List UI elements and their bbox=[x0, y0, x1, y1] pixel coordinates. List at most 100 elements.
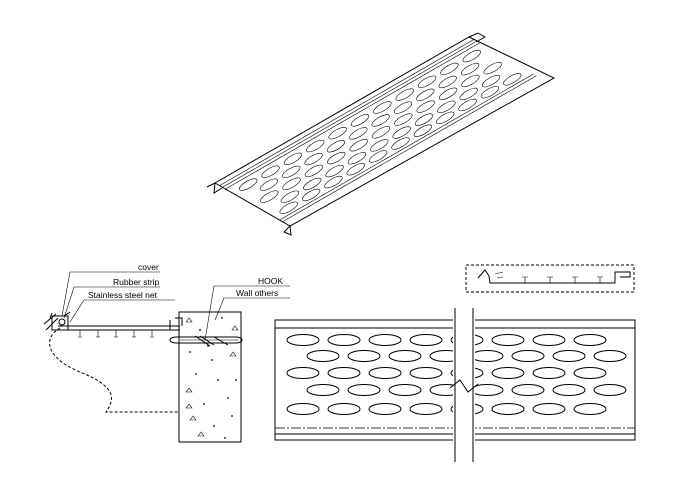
stainless-steel-net bbox=[58, 317, 183, 331]
perforation-slot bbox=[301, 188, 321, 202]
perforation-slot bbox=[304, 164, 324, 178]
plan-slot bbox=[573, 367, 607, 379]
profile-support bbox=[547, 276, 553, 283]
perforation-slot bbox=[371, 126, 391, 139]
perforation-slot bbox=[483, 61, 502, 75]
plan-slot bbox=[552, 384, 586, 396]
perforation-slot bbox=[416, 100, 435, 113]
plan-slot bbox=[286, 403, 320, 415]
aggregate-mark bbox=[231, 325, 239, 331]
perforation-slot bbox=[325, 164, 344, 178]
perforation-slot bbox=[481, 74, 501, 88]
plan-slot bbox=[368, 334, 402, 346]
aggregate-dot bbox=[224, 437, 226, 439]
perforation-slot bbox=[350, 114, 370, 127]
plan-slot bbox=[347, 384, 381, 396]
plan-slot bbox=[327, 367, 361, 379]
perforation-slot bbox=[261, 165, 280, 178]
perforation-slot bbox=[392, 126, 411, 139]
perforation-slot bbox=[368, 150, 388, 163]
plan-slot bbox=[409, 403, 443, 415]
net-support bbox=[132, 330, 136, 338]
label-hook: HOOK bbox=[258, 276, 283, 286]
perforation-slot bbox=[413, 124, 433, 137]
plan-slot bbox=[327, 403, 361, 415]
plan-slots bbox=[286, 334, 627, 415]
plan-slot bbox=[511, 350, 545, 362]
plan-slot bbox=[306, 350, 340, 362]
perforation-slot bbox=[436, 111, 455, 125]
perforation-slot bbox=[393, 101, 413, 114]
cover-detail bbox=[43, 311, 71, 331]
plan-slot bbox=[470, 350, 504, 362]
plan-view bbox=[274, 308, 636, 470]
break-gap bbox=[453, 308, 475, 470]
perforation-slot bbox=[460, 62, 480, 76]
perforation-slot bbox=[462, 49, 481, 63]
perforation-slot bbox=[260, 190, 279, 203]
cover-plate bbox=[213, 36, 556, 227]
aggregate-dot bbox=[213, 425, 215, 427]
net-support bbox=[78, 330, 82, 338]
concrete-texture bbox=[185, 317, 239, 439]
plan-slot bbox=[573, 403, 607, 415]
plan-slot bbox=[368, 403, 402, 415]
label-cover: cover bbox=[138, 262, 159, 272]
perforation-slot bbox=[303, 177, 322, 191]
cover-rail-line bbox=[282, 75, 537, 222]
perforation-slot bbox=[371, 114, 390, 127]
aggregate-dot bbox=[235, 379, 237, 381]
perforation-slot bbox=[349, 127, 368, 140]
perforation-slot bbox=[438, 75, 457, 89]
plan-slot bbox=[409, 334, 443, 346]
aggregate-mark bbox=[189, 415, 197, 421]
perforation-slot bbox=[279, 201, 298, 214]
trough-profile bbox=[49, 327, 179, 413]
cover-rails bbox=[219, 39, 537, 222]
perforation-slot bbox=[327, 151, 346, 165]
plan-slot bbox=[286, 367, 320, 379]
detail-frame bbox=[465, 264, 635, 293]
plan-slot bbox=[511, 384, 545, 396]
plan-slot bbox=[409, 367, 443, 379]
profile-section bbox=[477, 269, 631, 284]
perforation-slot bbox=[480, 85, 500, 99]
perforation-slot bbox=[349, 139, 368, 152]
perforation-slot bbox=[503, 73, 522, 86]
perforation-slot bbox=[324, 175, 343, 189]
aggregate-dot bbox=[195, 373, 197, 375]
aggregate-dot bbox=[227, 397, 229, 399]
perforation-slot bbox=[438, 87, 458, 100]
perforation-slots bbox=[239, 49, 522, 214]
perforation-slot bbox=[346, 163, 365, 176]
plan-slot bbox=[347, 350, 381, 362]
perforation-slot bbox=[395, 88, 414, 101]
label-rubber-strip: Rubber strip bbox=[113, 277, 160, 287]
plan-slot bbox=[286, 334, 320, 346]
aggregate-mark bbox=[185, 317, 193, 323]
concrete-wall bbox=[178, 311, 242, 443]
aggregate-mark bbox=[197, 431, 205, 437]
net-support bbox=[96, 330, 100, 338]
aggregate-dot bbox=[189, 351, 191, 353]
plan-slot bbox=[491, 367, 525, 379]
perforation-slot bbox=[347, 152, 367, 165]
perforation-slot bbox=[370, 139, 389, 152]
plan-slot bbox=[388, 384, 422, 396]
perforation-slot bbox=[414, 113, 434, 126]
aggregate-dot bbox=[203, 403, 205, 405]
plan-slot bbox=[573, 334, 607, 346]
net-support bbox=[114, 330, 118, 338]
aggregate-dot bbox=[211, 359, 213, 361]
front-lip bbox=[206, 182, 292, 236]
profile-support bbox=[572, 276, 578, 283]
plan-slot bbox=[593, 350, 627, 362]
perforation-slot bbox=[259, 178, 279, 191]
perforation-slot bbox=[282, 177, 301, 190]
perforation-slot bbox=[373, 101, 392, 114]
perforation-slot bbox=[416, 88, 435, 101]
plan-slot bbox=[388, 350, 422, 362]
isometric-drain-cover bbox=[206, 32, 556, 236]
